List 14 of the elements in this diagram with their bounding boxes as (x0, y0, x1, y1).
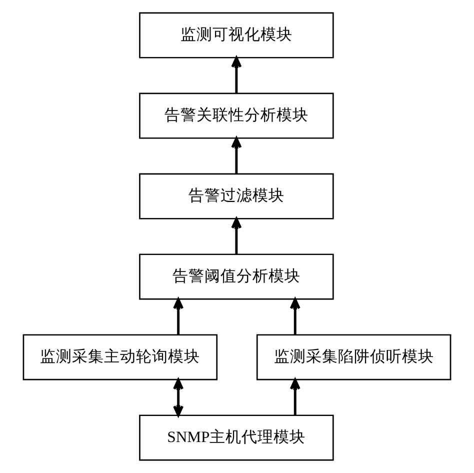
arrow (173, 378, 184, 417)
node-box: 监测采集主动轮询模块 (22, 334, 218, 380)
arrow (231, 137, 242, 174)
arrow (173, 298, 184, 335)
arrow (231, 218, 242, 254)
node-box: 告警阈值分析模块 (139, 254, 334, 300)
arrow (231, 56, 242, 94)
node-box: 告警关联性分析模块 (139, 92, 334, 139)
node-box: SNMP主机代理模块 (139, 414, 334, 461)
arrow (290, 298, 300, 335)
node-box: 监测采集陷阱侦听模块 (256, 334, 452, 380)
node-box: 监测可视化模块 (139, 12, 334, 58)
arrow (290, 378, 300, 416)
node-box: 告警过滤模块 (139, 173, 334, 220)
